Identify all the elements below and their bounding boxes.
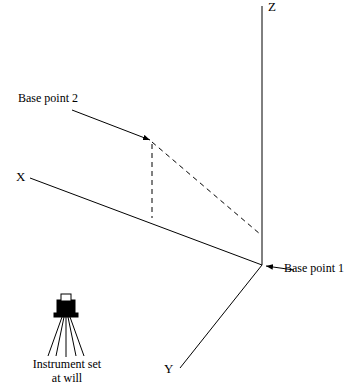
pointer-arrow [72, 110, 150, 140]
axis-label: Z [268, 0, 276, 15]
z-axis [262, 6, 263, 265]
axis-label: Y [164, 362, 173, 377]
point-label: Base point 2 [18, 92, 78, 106]
dashed-line [152, 144, 153, 218]
x-axis [30, 178, 262, 265]
instrument-label: Instrument set at will [28, 358, 106, 386]
axis-label: X [16, 170, 25, 185]
dashed-line [152, 142, 260, 234]
point-label: Base point 1 [284, 262, 344, 276]
y-axis [180, 265, 262, 368]
instrument-tripod [48, 294, 84, 357]
